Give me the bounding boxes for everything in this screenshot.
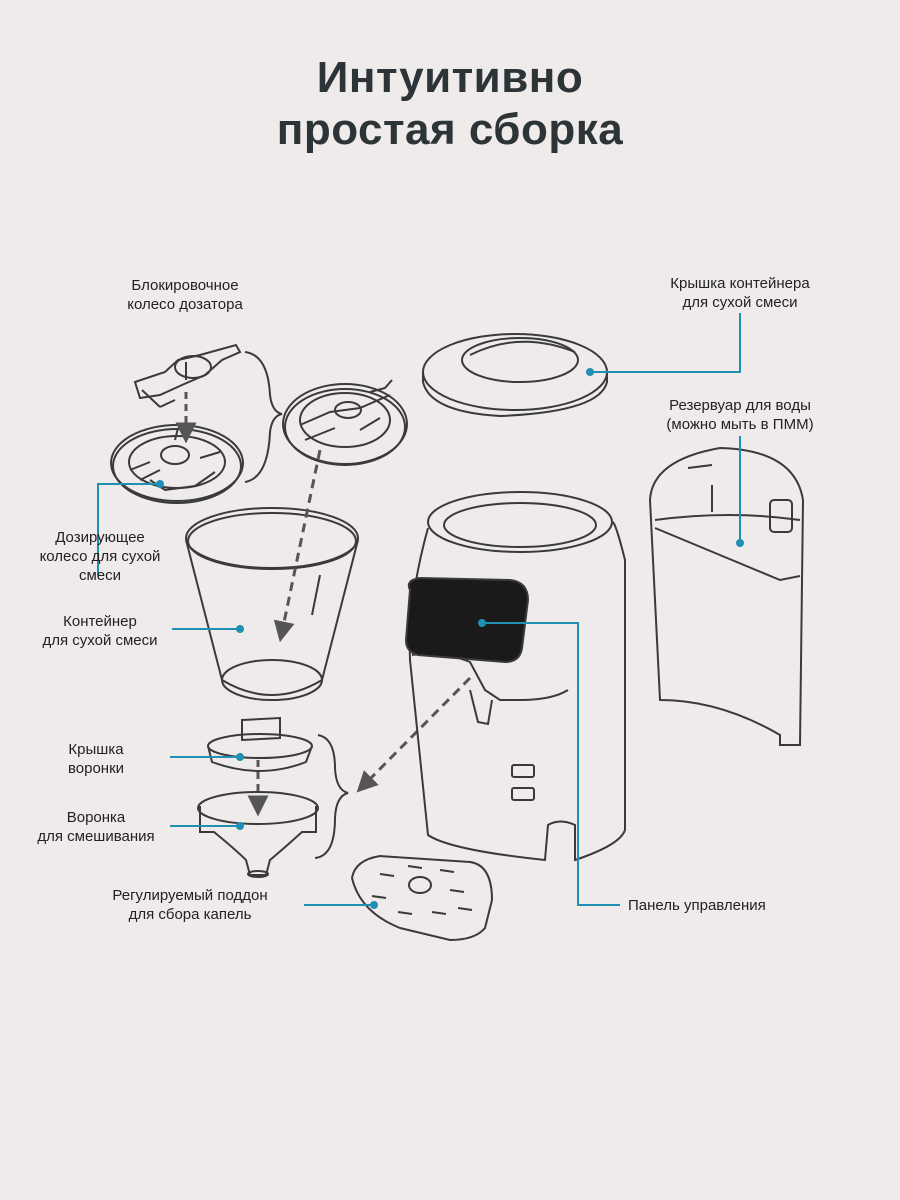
- mixing-funnel-part: [197, 791, 319, 878]
- control-panel-screen: [404, 576, 530, 664]
- arrow-wheel-to-container: [273, 449, 322, 643]
- label-lock-wheel: Блокировочное колесо дозатора: [127, 277, 243, 313]
- container-lid-part: [422, 333, 608, 418]
- label-funnel-lid: Крышка воронки: [67, 741, 125, 777]
- lock-wheel-part: [133, 343, 242, 408]
- group-bracket-bottom: [314, 734, 349, 859]
- label-water-tank: Резервуар для воды (можно мыть в ПММ): [666, 397, 814, 433]
- callout-dots: [156, 368, 744, 909]
- label-dosing-wheel: Дозирующее колесо для сухой смеси: [39, 529, 161, 584]
- label-powder-container: Контейнер для сухой смеси: [42, 613, 158, 649]
- drip-tray-part: [350, 854, 494, 942]
- label-drip-tray: Регулируемый поддон для сбора капель: [112, 887, 268, 923]
- dosing-wheel-assembled-part: [282, 379, 408, 466]
- page-title: Интуитивно простая сборка: [0, 52, 900, 156]
- label-container-lid: Крышка контейнера для сухой смеси: [670, 275, 810, 311]
- label-mixing-funnel: Воронка для смешивания: [37, 809, 155, 845]
- title-line-2: простая сборка: [276, 105, 624, 154]
- title-line-1: Интуитивно: [316, 53, 584, 102]
- group-bracket-top: [244, 351, 283, 483]
- callout-lines: [97, 313, 741, 906]
- dosing-wheel-part: [110, 424, 244, 504]
- label-control-panel: Панель управления: [628, 897, 766, 914]
- funnel-lid-part: [207, 716, 313, 772]
- water-tank-part: [648, 446, 805, 746]
- machine-body-part: [408, 491, 626, 862]
- powder-container-part: [185, 507, 359, 701]
